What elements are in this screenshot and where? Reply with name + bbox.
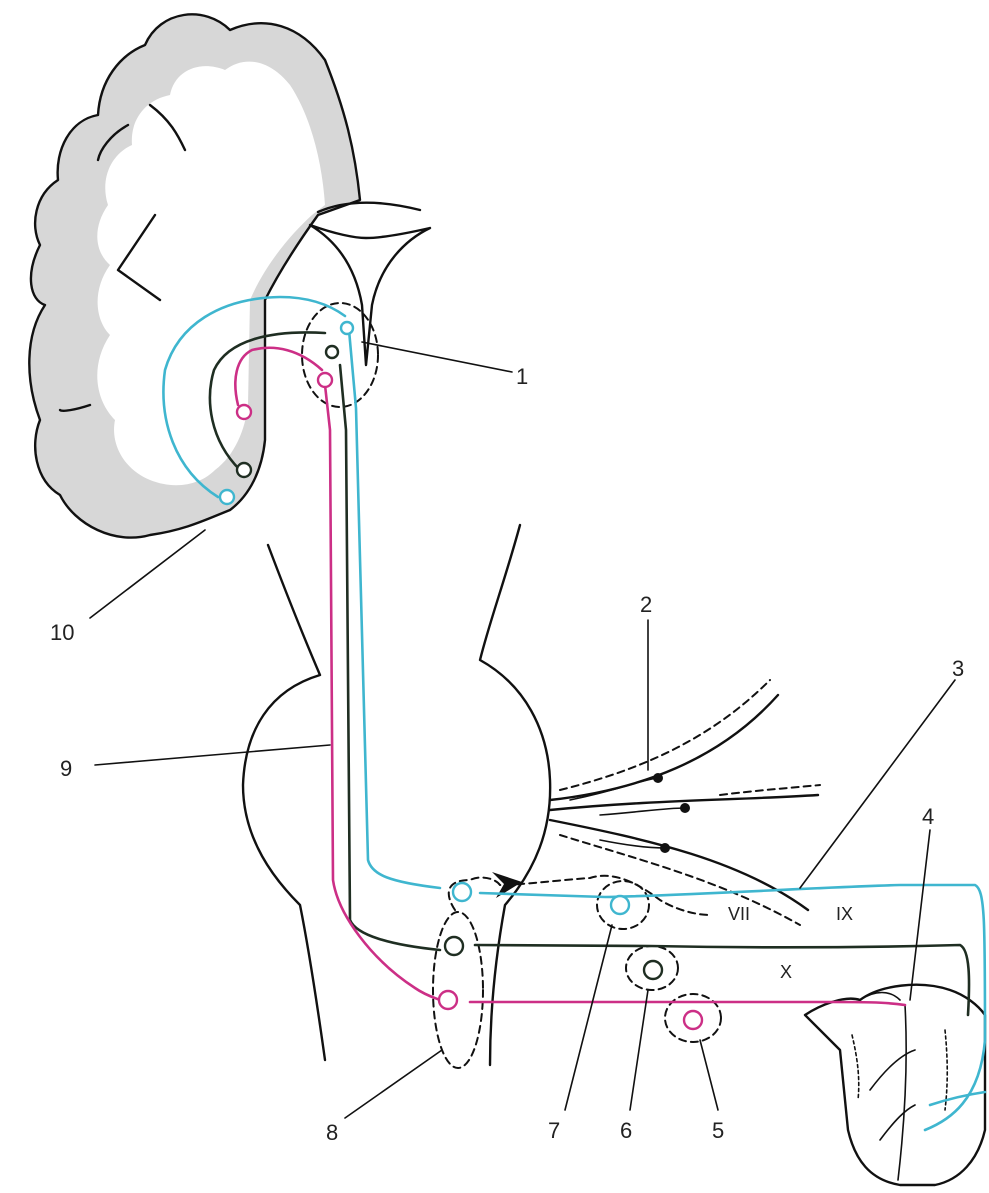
trigeminal-fiber-a — [570, 778, 658, 800]
leader-7 — [565, 925, 612, 1110]
leader-3 — [800, 680, 955, 888]
solitary-nucleus-outline — [433, 912, 483, 1068]
label-3: 3 — [952, 656, 964, 681]
magenta-thalamic-neuron — [318, 373, 332, 387]
pathways — [163, 297, 985, 1130]
label-9: 9 — [60, 756, 72, 781]
magenta-solitary-neuron — [439, 991, 457, 1009]
tongue-outline — [805, 985, 985, 1185]
label-6: 6 — [620, 1118, 632, 1143]
neurons — [220, 322, 702, 1029]
brainstem — [243, 525, 550, 1065]
tongue-vein-1 — [870, 1050, 915, 1090]
cyan-cortical-neuron — [220, 490, 234, 504]
leader-5 — [700, 1040, 718, 1110]
nerve-label-x: X — [780, 962, 792, 982]
tongue — [805, 985, 985, 1185]
cyan-thalamic-neuron — [341, 322, 353, 334]
tongue-groove — [898, 1005, 906, 1180]
leader-9 — [95, 745, 330, 765]
tongue-papilla — [860, 993, 900, 1001]
leader-4 — [910, 830, 930, 1000]
label-2: 2 — [640, 592, 652, 617]
green-thalamic-neuron — [326, 346, 338, 358]
label-10: 10 — [50, 620, 74, 645]
trigeminal-ganglion-cell-3 — [660, 843, 670, 853]
tongue-shading-left — [852, 1035, 859, 1100]
label-8: 8 — [326, 1120, 338, 1145]
cyan-descending-tract — [349, 330, 440, 888]
magenta-peripheral-fiber — [470, 1002, 905, 1005]
cyan-tongue-branch — [930, 1092, 985, 1105]
brainstem-left-outline — [243, 545, 325, 1060]
cerebral-cortex — [29, 14, 360, 537]
leader-1 — [362, 342, 512, 372]
label-1: 1 — [516, 364, 528, 389]
nerve-label-vii: VII — [728, 904, 750, 924]
nerve-label-ix: IX — [836, 904, 853, 924]
tongue-shading-right — [945, 1030, 947, 1110]
green-ganglion-6-neuron — [644, 961, 662, 979]
trigeminal-sheath-mid — [720, 785, 820, 795]
label-4: 4 — [922, 804, 934, 829]
trigeminal-sheath-bottom — [560, 835, 800, 925]
magenta-descending-tract — [325, 385, 440, 1000]
leader-8 — [345, 1050, 442, 1118]
trigeminal-nerve — [550, 680, 820, 925]
leader-10 — [90, 530, 205, 618]
green-cortical-neuron — [237, 463, 251, 477]
magenta-cortical-neuron — [237, 405, 251, 419]
green-descending-tract — [340, 365, 440, 950]
green-solitary-neuron — [445, 937, 463, 955]
tongue-vein-2 — [880, 1105, 915, 1140]
cyan-solitary-neuron — [453, 883, 471, 901]
label-5: 5 — [712, 1118, 724, 1143]
leader-6 — [630, 990, 648, 1110]
label-7: 7 — [548, 1118, 560, 1143]
trigeminal-ganglion-cell-1 — [653, 773, 663, 783]
brainstem-right-outline — [480, 525, 550, 1065]
cyan-ganglion-7-neuron — [611, 896, 629, 914]
magenta-ganglion-5-neuron — [684, 1011, 702, 1029]
trigeminal-fiber-b — [600, 808, 685, 815]
thalamus-region — [310, 203, 430, 365]
trigeminal-ganglion-cell-2 — [680, 803, 690, 813]
